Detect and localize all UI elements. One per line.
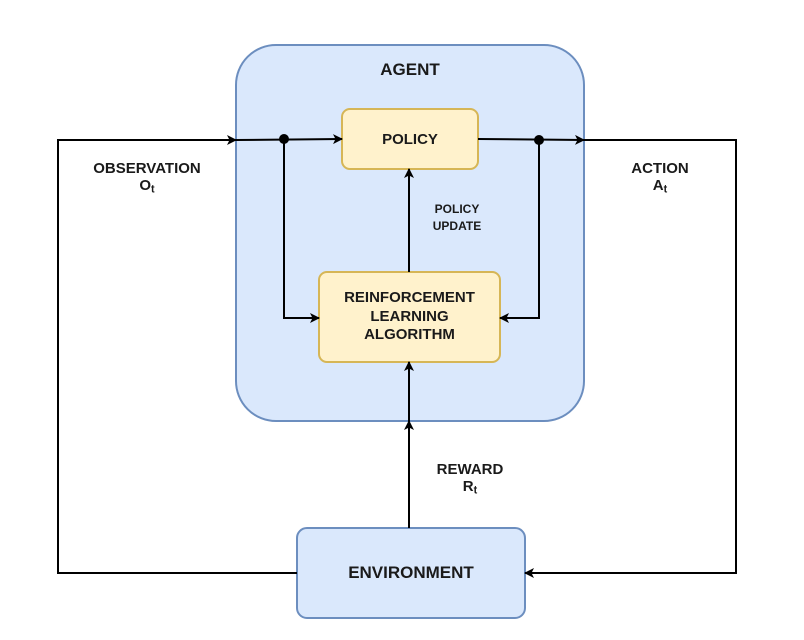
observation-label: OBSERVATION Ot [74,160,220,196]
observation-arrow [57,135,297,574]
action-text: ACTION [631,160,689,177]
rl-algorithm-line3: ALGORITHM [364,326,455,344]
observation-to-policy-arrow [235,134,343,145]
rl-algorithm-line1: REINFORCEMENT [344,288,475,306]
reward-text: REWARD [436,461,504,478]
policy-update-line1: POLICY [434,202,480,216]
reward-symbol-letter: R [462,478,474,496]
policy-to-action-arrow [477,134,585,145]
rl-algorithm-line2: LEARNING [370,307,449,325]
observation-text: OBSERVATION [93,160,201,177]
action-label: ACTION At [612,160,708,196]
reward-symbol-subscript: t [473,484,478,497]
action-arrow [524,139,737,578]
policy-label-text: POLICY [382,130,438,148]
observation-to-rl-arrow [283,139,320,323]
policy-label: POLICY [342,109,478,169]
policy-update-label: POLICY UPDATE [414,201,500,236]
environment-label-text: ENVIRONMENT [348,563,474,582]
reward-label: REWARD Rt [424,461,516,497]
action-symbol: At [612,177,708,196]
action-symbol-subscript: t [663,183,668,196]
rl-algorithm-label: REINFORCEMENT LEARNING ALGORITHM [319,272,500,362]
action-symbol-letter: A [652,177,664,195]
agent-title: AGENT [380,60,440,79]
observation-symbol: Ot [74,177,220,196]
action-to-rl-arrow [499,140,540,323]
policy-update-line2: UPDATE [432,219,482,234]
environment-label: ENVIRONMENT [297,528,525,618]
observation-symbol-letter: O [139,177,152,195]
observation-symbol-subscript: t [151,183,155,196]
reward-symbol: Rt [424,478,516,497]
